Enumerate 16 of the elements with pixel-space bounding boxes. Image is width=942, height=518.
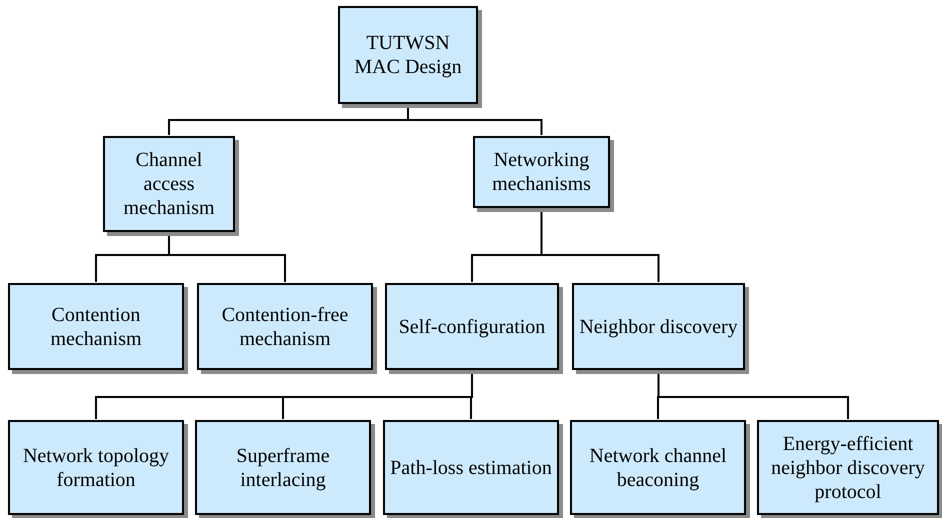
category-box (757, 420, 939, 515)
box-label: Neighbor discovery (579, 314, 738, 338)
box-label: Contention-free mechanism (220, 302, 350, 350)
tree-connector (540, 209, 660, 282)
box-label: Superframe interlacing (235, 444, 331, 492)
box-label: Network topology formation (22, 444, 170, 492)
box-label: Energy-efficient neighbor discovery protocol (770, 432, 926, 504)
box-label: Networking mechanisms (491, 148, 592, 196)
box-label: Network channel beaconing (588, 444, 728, 492)
box-label: Self-configuration (398, 314, 546, 338)
box-label: Path-loss estimation (390, 456, 552, 480)
tree-connector (658, 371, 849, 419)
box-label: TUTWSN MAC Design (353, 31, 463, 79)
tree-connector (470, 371, 473, 419)
box-label: Contention mechanism (49, 302, 143, 350)
box-label: Channel access mechanism (122, 148, 216, 220)
